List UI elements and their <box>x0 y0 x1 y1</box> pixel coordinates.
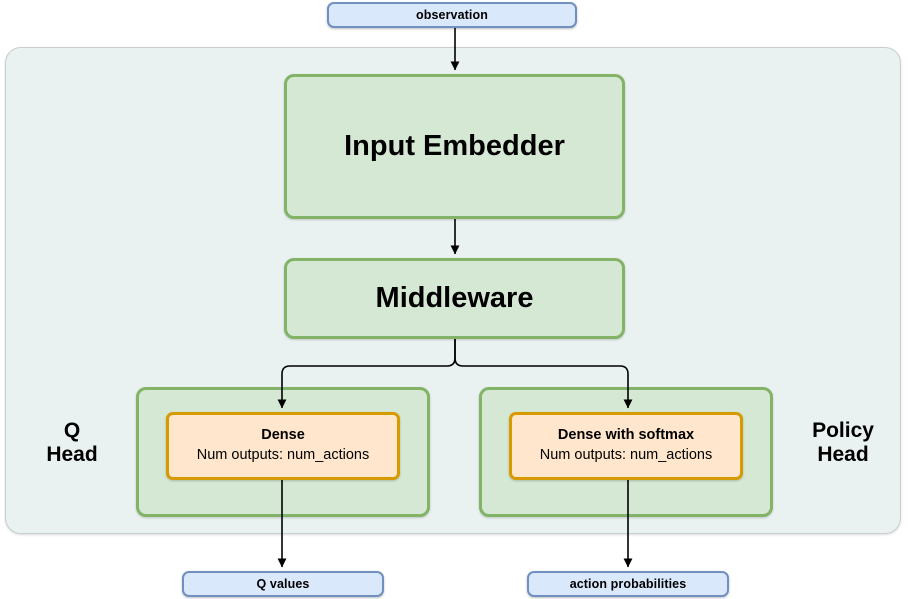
input-embedder-box[interactable]: Input Embedder <box>284 74 625 219</box>
q-head-label: Q Head <box>22 419 122 467</box>
policy-head-dense-box[interactable]: Dense with softmax Num outputs: num_acti… <box>509 412 743 480</box>
q-head-dense-subtitle: Num outputs: num_actions <box>196 447 370 463</box>
q-head-dense-box[interactable]: Dense Num outputs: num_actions <box>166 412 400 480</box>
q-values-label: Q values <box>256 577 310 591</box>
q-values-box[interactable]: Q values <box>182 571 384 597</box>
input-embedder-label: Input Embedder <box>344 129 565 162</box>
policy-head-dense-subtitle: Num outputs: num_actions <box>539 447 713 463</box>
action-probabilities-box[interactable]: action probabilities <box>527 571 729 597</box>
observation-box[interactable]: observation <box>327 2 577 28</box>
action-probabilities-label: action probabilities <box>569 577 687 591</box>
policy-head-dense-title: Dense with softmax <box>557 427 695 444</box>
q-head-label-line2: Head <box>46 443 98 467</box>
middleware-box[interactable]: Middleware <box>284 258 625 339</box>
policy-head-label-line1: Policy <box>812 419 874 442</box>
q-head-label-line1: Q <box>63 419 81 442</box>
policy-head-label: Policy Head <box>786 419 900 467</box>
observation-label: observation <box>416 8 488 22</box>
q-head-dense-title: Dense <box>261 427 305 444</box>
policy-head-label-line2: Head <box>817 443 869 467</box>
middleware-label: Middleware <box>375 281 534 314</box>
